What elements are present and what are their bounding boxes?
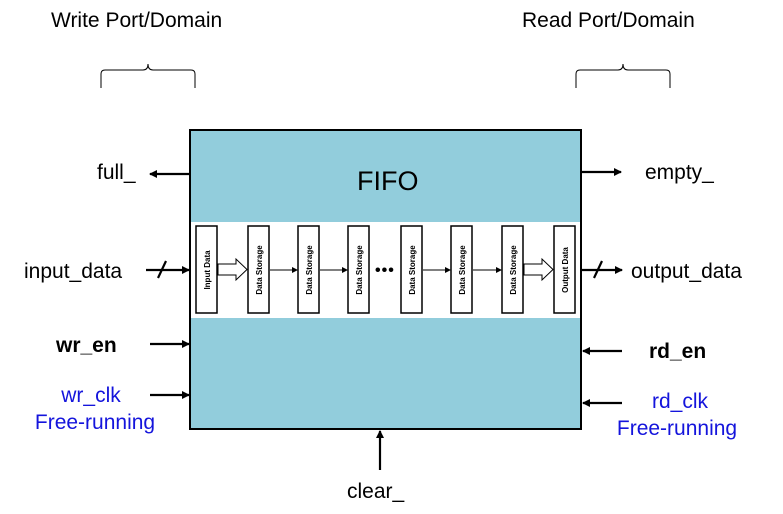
input-data-label: input_data [24,260,123,283]
stage-input-data [195,225,218,314]
pipeline-ellipsis: ••• [375,262,395,279]
write-domain-brace [100,63,196,88]
stage-label-storage: Data Storage [305,245,314,295]
wr-free-running-label: Free-running [34,411,156,434]
stage-storage-4 [400,225,423,314]
stage-label-storage: Data Storage [458,245,467,295]
wr-clk-label: wr_clk [61,384,121,407]
stage-label-input: Input Data [203,250,212,290]
stage-label-storage: Data Storage [355,245,364,295]
output-data-label: output_data [631,260,742,283]
fifo-title: FIFO [357,166,419,196]
stage-storage-3 [347,225,370,314]
stage-labels: Input Data Data Storage Data Storage Dat… [203,245,570,295]
stage-storage-1 [247,225,270,314]
read-port-heading: Read Port/Domain [522,9,695,32]
stage-storage-6 [501,225,524,314]
stage-label-output: Output Data [561,247,570,293]
write-port-heading: Write Port/Domain [51,9,223,32]
empty-label: empty_ [645,161,714,184]
clear-label: clear_ [347,480,405,503]
output-bus-slash [593,260,603,279]
input-bus-slash [157,260,167,279]
stage-storage-5 [450,225,473,314]
rd-clk-label: rd_clk [651,390,709,413]
hollow-arrow-out [523,257,554,282]
stage-storage-2 [297,225,320,314]
stage-label-storage: Data Storage [408,245,417,295]
hollow-arrow-in [217,257,248,282]
wr-en-label: wr_en [56,334,117,357]
stage-label-storage: Data Storage [509,245,518,295]
rd-en-label: rd_en [649,340,707,363]
full-label: full_ [97,161,136,184]
stage-output-data [553,225,576,314]
read-domain-brace [575,63,671,88]
stage-label-storage: Data Storage [255,245,264,295]
rd-free-running-label: Free-running [616,417,738,440]
pipeline-stages [195,225,576,314]
